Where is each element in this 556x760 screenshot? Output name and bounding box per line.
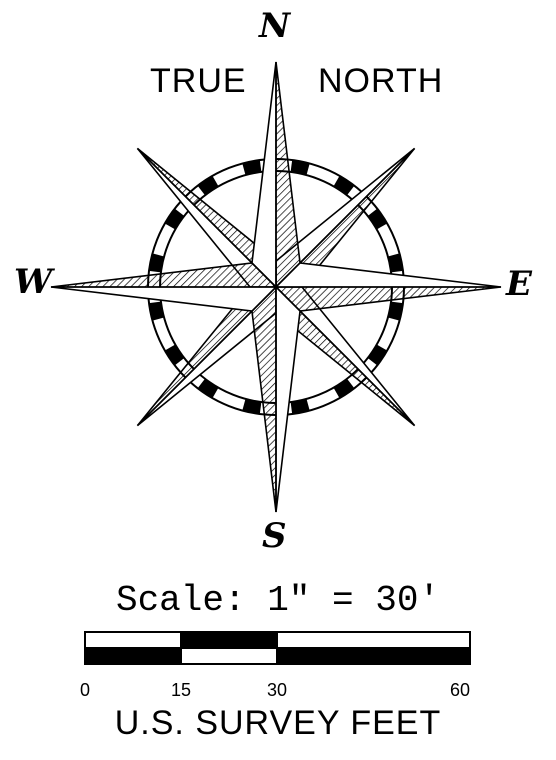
ring-tick: [333, 378, 355, 399]
ring-tick: [387, 301, 403, 321]
ring-tick: [242, 160, 262, 176]
ring-tick: [290, 398, 310, 414]
ring-tick: [149, 301, 165, 321]
cardinal-north-label: N: [259, 6, 291, 46]
ring-tick: [387, 253, 403, 273]
ring-tick: [149, 253, 165, 273]
scale-bar: [84, 631, 471, 665]
scale-tick-label: 0: [79, 680, 91, 700]
ring-tick: [290, 160, 310, 176]
ring-tick: [197, 378, 219, 399]
scale-units-label: U.S. SURVEY FEET: [114, 704, 442, 742]
cardinal-star-points: [50, 61, 502, 513]
scale-tick-label: 30: [266, 680, 288, 700]
cardinal-point-hatched-half: [275, 61, 301, 289]
ring-tick: [367, 208, 388, 230]
ring-tick: [242, 398, 262, 414]
cardinal-south-label: S: [262, 516, 287, 556]
ring-tick: [164, 344, 185, 366]
compass-ring: [147, 158, 405, 416]
compass-ring-ticks: [149, 160, 403, 414]
cardinal-point-hatched-half: [274, 286, 502, 312]
cardinal-west-label: W: [14, 262, 53, 302]
intercardinal-star-points: [136, 147, 416, 427]
cardinal-east-label: E: [506, 264, 532, 304]
true-label: TRUE: [150, 62, 247, 100]
cardinal-point-light-half: [50, 286, 278, 312]
scale-tick-label: 60: [449, 680, 471, 700]
cardinal-point-light-half: [251, 61, 277, 289]
cardinal-point-light-half: [274, 262, 502, 288]
scale-text: Scale: 1" = 30': [115, 580, 441, 621]
ring-tick: [164, 208, 185, 230]
ring-tick: [197, 175, 219, 196]
ring-tick: [367, 344, 388, 366]
scale-tick-label: 15: [170, 680, 192, 700]
cardinal-point-hatched-half: [251, 285, 277, 513]
north-label: NORTH: [318, 62, 444, 100]
cardinal-point-light-half: [275, 285, 301, 513]
cardinal-point-hatched-half: [50, 262, 278, 288]
ring-tick: [333, 175, 355, 196]
